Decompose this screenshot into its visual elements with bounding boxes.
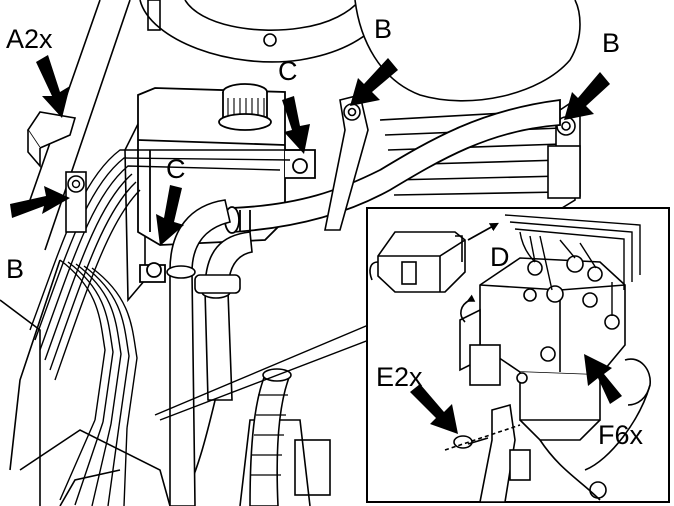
label-c-top: C — [278, 56, 298, 86]
rotate-arrow — [460, 294, 476, 323]
engine-bay-background — [0, 0, 581, 506]
label-b-left: B — [6, 254, 24, 284]
label-e2x: E2x — [376, 362, 423, 392]
arrow-b-left — [10, 186, 70, 218]
arrow-b-right — [564, 72, 610, 120]
direction-arrow-d — [467, 222, 499, 241]
label-b-right: B — [602, 28, 620, 58]
arrow-e — [410, 384, 458, 434]
bolt-e — [444, 424, 521, 451]
label-a2x: A2x — [6, 24, 53, 54]
pipe-clip — [27, 111, 77, 169]
brake-pipes — [29, 149, 300, 506]
label-c-left: C — [166, 154, 186, 184]
leader-line — [159, 331, 391, 421]
arrow-b-top — [350, 58, 398, 106]
electrical-connector — [369, 231, 466, 293]
label-b-top: B — [374, 14, 392, 44]
mounting-bracket — [324, 94, 369, 231]
arrow-a — [36, 55, 70, 118]
abs-hydraulic-unit — [459, 255, 626, 441]
callout-labels: A2x B B B C C D E2x F6x — [6, 14, 644, 450]
label-f6x: F6x — [598, 420, 644, 450]
arrow-c-left — [156, 185, 184, 246]
arrow-c-top — [282, 96, 310, 154]
label-d: D — [490, 242, 510, 272]
hose-group — [166, 199, 292, 506]
inset-detail-box — [366, 207, 670, 503]
arrow-f — [584, 354, 622, 404]
leader-line — [154, 317, 386, 416]
callout-arrows — [10, 55, 622, 434]
inset-brake-pipes — [504, 214, 641, 316]
